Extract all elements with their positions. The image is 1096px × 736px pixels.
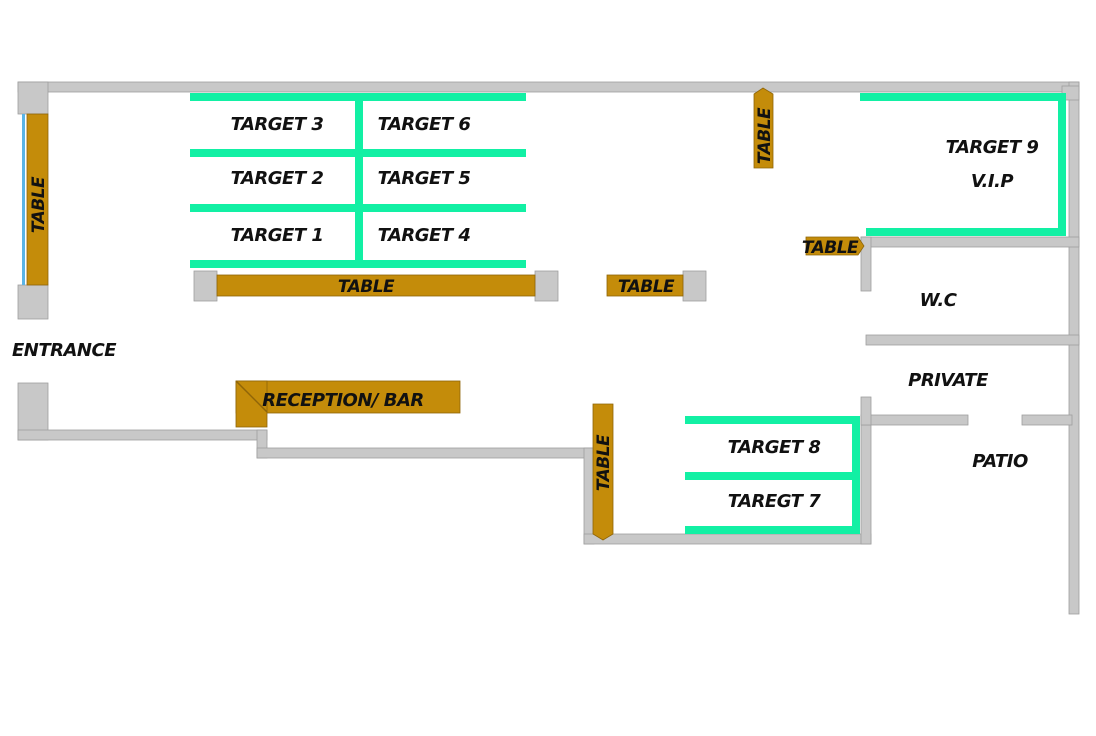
booth-vip-right bbox=[1058, 93, 1066, 236]
wall-patio-door-right bbox=[1021, 414, 1073, 426]
label-target-5: TARGET 5 bbox=[378, 168, 471, 189]
table-vip-corner bbox=[805, 236, 865, 256]
booth-vip-bottom bbox=[866, 228, 1066, 236]
label-target-7: TAREGT 7 bbox=[728, 491, 821, 512]
booths-target-1-6 bbox=[190, 93, 526, 268]
label-table-entrance: TABLE bbox=[29, 176, 49, 233]
booth-78-middle bbox=[685, 472, 860, 480]
label-reception-bar: RECEPTION/ BAR bbox=[262, 390, 424, 411]
label-private: PRIVATE bbox=[908, 370, 989, 391]
wall-target-7-8-side bbox=[860, 414, 872, 545]
walls bbox=[17, 81, 1080, 615]
reception-bar-seam bbox=[235, 380, 268, 413]
booth-78-bottom bbox=[685, 526, 860, 534]
label-target-6: TARGET 6 bbox=[378, 114, 471, 135]
wall-right bbox=[1068, 81, 1080, 615]
label-table-vip-corner: TABLE bbox=[802, 238, 859, 258]
table-center bbox=[606, 274, 684, 297]
wall-pillar-2 bbox=[534, 270, 559, 302]
booth-line-center bbox=[355, 93, 363, 268]
table-entrance-wall bbox=[26, 113, 49, 286]
label-target-3: TARGET 3 bbox=[231, 114, 324, 135]
wall-bottom-right bbox=[583, 533, 872, 545]
label-target-1: TARGET 1 bbox=[231, 225, 324, 246]
wall-wc-left bbox=[860, 236, 872, 292]
wall-wc-top bbox=[860, 236, 1080, 248]
wall-bottom-drop bbox=[583, 447, 595, 545]
labels: ENTRANCE TARGET 3 TARGET 2 TARGET 1 TARG… bbox=[12, 107, 1039, 512]
label-target-4: TARGET 4 bbox=[378, 225, 471, 246]
table-top-vertical bbox=[753, 87, 774, 169]
booth-78-side bbox=[852, 416, 860, 534]
wall-bottom-mid bbox=[256, 447, 595, 459]
wall-top bbox=[17, 81, 1080, 93]
wall-entrance-pillar-top bbox=[17, 81, 49, 115]
reception-bar-counter bbox=[235, 380, 461, 414]
booth-target-9 bbox=[860, 93, 1066, 236]
booths-target-7-8 bbox=[685, 416, 860, 534]
label-table-top-vertical: TABLE bbox=[755, 107, 775, 164]
label-patio: PATIO bbox=[972, 451, 1028, 472]
entrance-window bbox=[22, 114, 25, 285]
label-table-bottom-vertical: TABLE bbox=[594, 434, 614, 491]
wall-pillar-3 bbox=[682, 270, 707, 302]
wall-bottom-left bbox=[17, 429, 268, 441]
booth-78-top bbox=[685, 416, 860, 424]
wall-pillar-1 bbox=[193, 270, 218, 302]
label-entrance: ENTRANCE bbox=[12, 340, 117, 361]
label-table-center: TABLE bbox=[618, 277, 675, 297]
wall-private-stub bbox=[860, 396, 872, 426]
label-target-2: TARGET 2 bbox=[231, 168, 324, 189]
wall-entrance-pillar-lower bbox=[17, 284, 49, 320]
wall-wc-bottom bbox=[865, 334, 1080, 346]
reception-bar-return bbox=[235, 380, 268, 428]
label-vip: V.I.P bbox=[971, 171, 1014, 192]
label-wc: W.C bbox=[920, 290, 958, 311]
label-table-long: TABLE bbox=[338, 277, 395, 297]
label-target-9: TARGET 9 bbox=[946, 137, 1039, 158]
booth-vip-top bbox=[860, 93, 1066, 101]
table-bottom-vertical bbox=[592, 403, 614, 541]
table-long bbox=[216, 274, 536, 297]
label-target-8: TARGET 8 bbox=[728, 437, 821, 458]
wall-private-lower bbox=[860, 414, 969, 426]
tables bbox=[26, 87, 865, 541]
